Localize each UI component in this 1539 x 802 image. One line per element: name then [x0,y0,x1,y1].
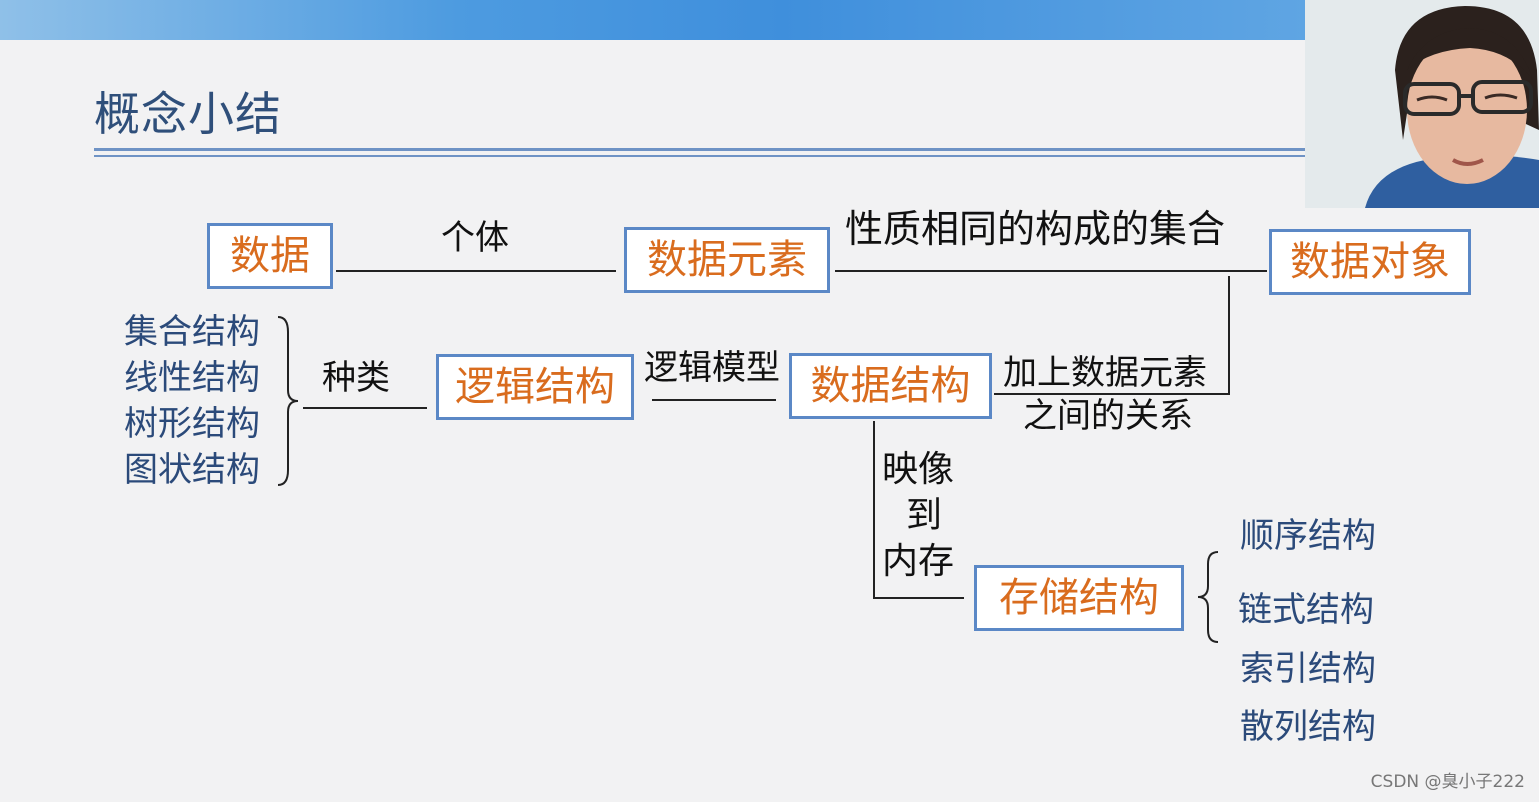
node-logical-structure: 逻辑结构 [436,354,634,420]
connector-relation-up [1228,276,1230,395]
connector-data-element [336,270,616,272]
logical-type-item: 线性结构 [124,358,260,398]
node-storage-structure: 存储结构 [974,565,1184,631]
label-relation-line2: 之间的关系 [1023,396,1193,436]
storage-type-item: 顺序结构 [1240,516,1376,556]
slide-title: 概念小结 [94,87,282,141]
node-data-structure: 数据结构 [789,353,992,419]
presenter-image [1305,0,1539,208]
node-data-object: 数据对象 [1269,229,1471,295]
storage-types-brace [1197,551,1219,643]
logical-type-item: 树形结构 [124,404,260,444]
node-data-element: 数据元素 [624,227,830,293]
label-map-line3: 内存 [882,541,955,582]
connector-kind [303,407,427,409]
storage-type-item: 散列结构 [1240,707,1376,747]
connector-relation [994,393,1230,395]
label-relation-line1: 加上数据元素 [1003,353,1207,393]
label-map-line1: 映像 [882,449,955,490]
label-map-line2: 到 [906,495,943,536]
logical-types-brace [277,316,299,486]
title-underline [94,148,1305,151]
storage-type-item: 索引结构 [1240,649,1376,689]
logical-type-item: 图状结构 [124,450,260,490]
storage-type-item: 链式结构 [1238,590,1374,630]
connector-map-vertical [873,421,875,599]
csdn-watermark: CSDN @臭小子222 [1370,772,1525,792]
connector-logical-model [652,399,776,401]
connector-map-horizontal [873,597,964,599]
presenter-webcam [1305,0,1539,208]
label-same-nature-set: 性质相同的构成的集合 [845,207,1226,251]
logical-type-item: 集合结构 [124,312,260,352]
title-underline-secondary [94,155,1305,157]
connector-element-object [835,270,1267,272]
label-logical-model: 逻辑模型 [644,348,780,388]
node-data: 数据 [207,223,333,289]
label-kind: 种类 [322,358,390,398]
label-individual: 个体 [441,218,509,258]
header-bar [0,0,1305,40]
